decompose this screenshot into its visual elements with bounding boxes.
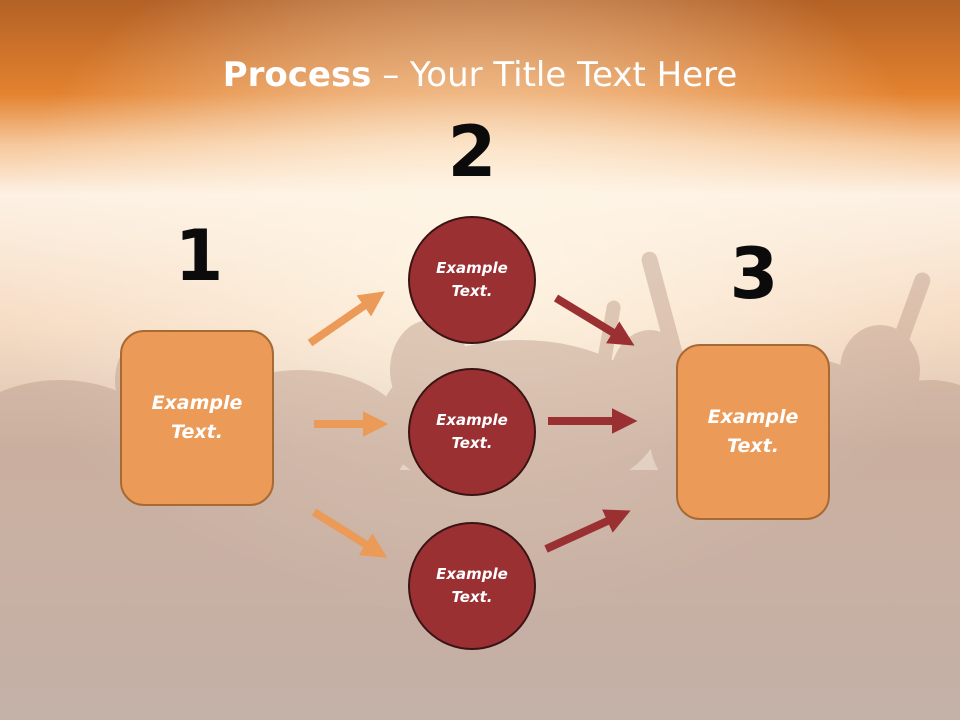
- step2-circle-3-line2: Text.: [451, 588, 493, 606]
- arrow-step1-to-circle1: [307, 291, 385, 347]
- step-number-2: 2: [447, 111, 497, 193]
- title-rest-part: – Your Title Text Here: [371, 55, 738, 95]
- step2-circle-1-line2: Text.: [451, 282, 493, 300]
- step2-circle-1-line1: Example: [436, 259, 508, 277]
- step1-text-line1: Example: [151, 392, 243, 414]
- arrow-circle1-to-step3: [553, 294, 635, 346]
- step-number-3: 3: [729, 233, 779, 315]
- step2-circle-3-line1: Example: [436, 565, 508, 583]
- title-bold-part: Process: [222, 55, 372, 95]
- step2-circle-2-line2: Text.: [451, 434, 493, 452]
- step3-text-line2: Text.: [727, 435, 779, 457]
- step1-text-line2: Text.: [171, 421, 223, 443]
- step3-text-line1: Example: [707, 406, 799, 428]
- step2-circle-2-line1: Example: [436, 411, 508, 429]
- slide-title: Process – Your Title Text Here: [0, 52, 960, 98]
- arrow-circle3-to-step3: [544, 509, 631, 553]
- step-number-1: 1: [174, 215, 224, 297]
- arrow-step1-to-circle3: [311, 508, 388, 558]
